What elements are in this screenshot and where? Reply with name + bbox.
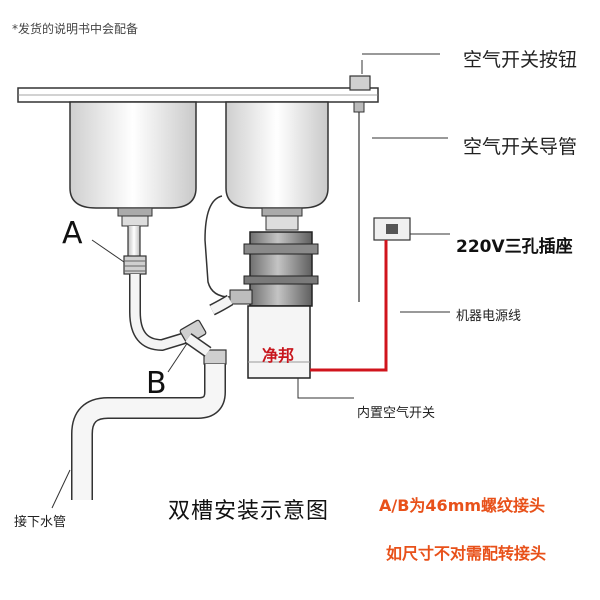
built-in-switch-label: 内置空气开关 [357,406,436,421]
power-cord-line [310,240,388,372]
air-switch-button-part [349,75,371,91]
disposer-base [247,305,311,379]
power-cord-label: 机器电源线 [456,309,522,324]
right-sink-bowl [225,101,329,209]
air-switch-tube-label: 空气开关导管 [463,136,578,158]
diagram-title: 双槽安装示意图 [168,499,330,524]
brand-label: 净邦 [262,346,295,365]
note-text: *发货的说明书中会配备 [12,22,139,36]
disposer-body [249,231,313,307]
spec-line-1: A/B为46mm螺纹接头 [379,496,546,515]
marker-a-label: A [62,216,83,251]
spec-line-2: 如尺寸不对需配转接头 [386,544,547,563]
socket-label: 220V三孔插座 [456,237,573,257]
left-sink-bowl [69,101,197,209]
drain-connection-label: 接下水管 [14,515,67,530]
air-switch-button-label: 空气开关按钮 [463,49,578,71]
marker-b-label: B [146,366,167,401]
